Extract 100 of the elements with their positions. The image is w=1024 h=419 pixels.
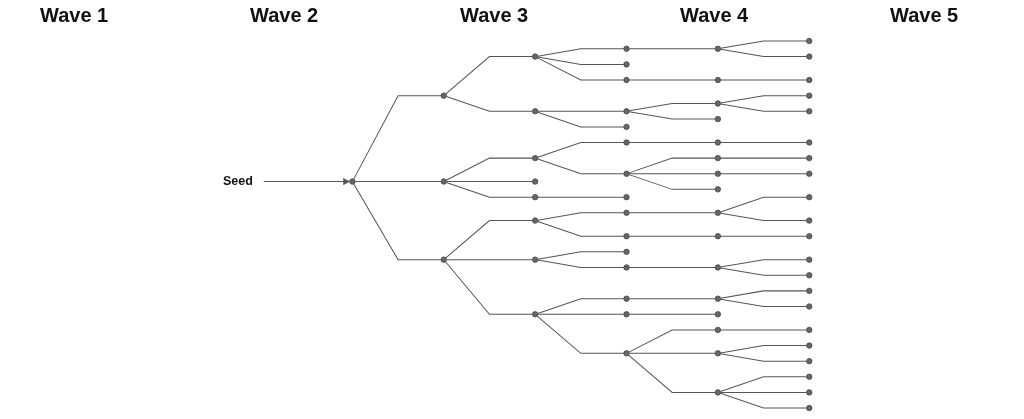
connector bbox=[537, 56, 625, 65]
connector bbox=[353, 95, 442, 180]
connector bbox=[628, 174, 716, 190]
connector bbox=[720, 259, 807, 268]
node-circle bbox=[714, 295, 721, 302]
node-circle bbox=[623, 61, 630, 68]
node-circle bbox=[714, 115, 721, 123]
node-circle bbox=[806, 303, 813, 310]
node-text: Seed bbox=[222, 174, 253, 188]
connector bbox=[537, 251, 625, 260]
connector bbox=[720, 79, 807, 81]
node-circle bbox=[623, 108, 630, 115]
node-circle bbox=[806, 256, 813, 263]
connector bbox=[446, 259, 533, 261]
connector bbox=[628, 266, 716, 268]
node-circle bbox=[532, 256, 539, 263]
arrow bbox=[263, 178, 350, 185]
connector bbox=[446, 181, 533, 183]
node-circle bbox=[806, 342, 813, 349]
connector bbox=[720, 267, 807, 276]
node-circle bbox=[806, 170, 813, 177]
connector bbox=[628, 212, 716, 214]
node-circle bbox=[532, 217, 539, 224]
node-circle bbox=[714, 389, 721, 396]
connector bbox=[719, 392, 807, 409]
connector bbox=[720, 48, 807, 58]
connector bbox=[628, 79, 716, 81]
connector bbox=[719, 196, 807, 213]
node-circle bbox=[806, 373, 813, 380]
connector bbox=[536, 315, 625, 354]
connector bbox=[537, 158, 625, 175]
connector bbox=[628, 352, 716, 354]
connector bbox=[720, 290, 807, 299]
connector bbox=[537, 196, 625, 198]
connector bbox=[720, 157, 807, 159]
node-circle bbox=[806, 37, 813, 45]
connector bbox=[537, 259, 625, 268]
connector bbox=[537, 313, 625, 315]
node-circle bbox=[623, 76, 630, 84]
node-circle bbox=[349, 178, 356, 185]
connector bbox=[720, 40, 807, 49]
connector bbox=[628, 329, 716, 353]
node-circle bbox=[714, 45, 721, 52]
node-circle bbox=[440, 178, 447, 185]
node-circle bbox=[623, 194, 630, 201]
node-circle bbox=[806, 76, 813, 84]
connector bbox=[719, 376, 807, 393]
wave-label: Wave 1 bbox=[40, 4, 109, 27]
wave-label: Wave 5 bbox=[890, 4, 959, 27]
node-circle bbox=[806, 404, 813, 412]
connector bbox=[445, 157, 533, 181]
node-circle bbox=[440, 256, 447, 263]
connector bbox=[720, 345, 807, 354]
node-circle bbox=[806, 233, 813, 240]
connector bbox=[445, 261, 533, 315]
connector bbox=[628, 48, 716, 50]
node-circle bbox=[532, 311, 539, 318]
node-circle bbox=[714, 100, 721, 107]
node-circle bbox=[806, 358, 813, 365]
node-circle bbox=[623, 311, 630, 318]
node-circle bbox=[623, 350, 630, 357]
connector bbox=[720, 353, 807, 362]
connector bbox=[353, 183, 442, 261]
node-circle bbox=[714, 76, 721, 84]
connector bbox=[354, 181, 442, 183]
wave-label: Wave 4 bbox=[680, 4, 749, 27]
connector bbox=[537, 57, 625, 81]
wave-label: Wave 3 bbox=[460, 4, 529, 27]
wave-label: Wave 2 bbox=[250, 4, 319, 27]
node-circle bbox=[623, 248, 630, 255]
connector bbox=[537, 111, 625, 128]
node-circle bbox=[806, 139, 813, 146]
connector bbox=[720, 142, 807, 143]
node-circle bbox=[806, 53, 813, 60]
node-circle bbox=[714, 311, 721, 318]
connector bbox=[445, 96, 533, 112]
connector bbox=[537, 212, 625, 221]
connector bbox=[628, 142, 716, 143]
connector bbox=[537, 220, 625, 237]
connector bbox=[445, 220, 533, 259]
connector bbox=[628, 298, 716, 300]
connector bbox=[628, 313, 716, 315]
connector bbox=[628, 102, 716, 112]
node-circle bbox=[714, 209, 721, 216]
node-circle bbox=[532, 155, 539, 162]
node-circle bbox=[806, 326, 813, 334]
connector bbox=[537, 298, 625, 314]
node-circle bbox=[714, 264, 721, 271]
node-circle bbox=[806, 194, 813, 201]
node-circle bbox=[806, 272, 813, 279]
node-circle bbox=[806, 92, 813, 99]
node-circle bbox=[623, 139, 630, 146]
connector bbox=[537, 110, 625, 112]
node-circle bbox=[532, 178, 539, 185]
node-circle bbox=[532, 194, 539, 201]
node-circle bbox=[440, 92, 447, 99]
node-circle bbox=[806, 287, 813, 294]
node-circle bbox=[714, 170, 721, 177]
node-circle bbox=[806, 217, 813, 224]
node-circle bbox=[714, 326, 721, 334]
